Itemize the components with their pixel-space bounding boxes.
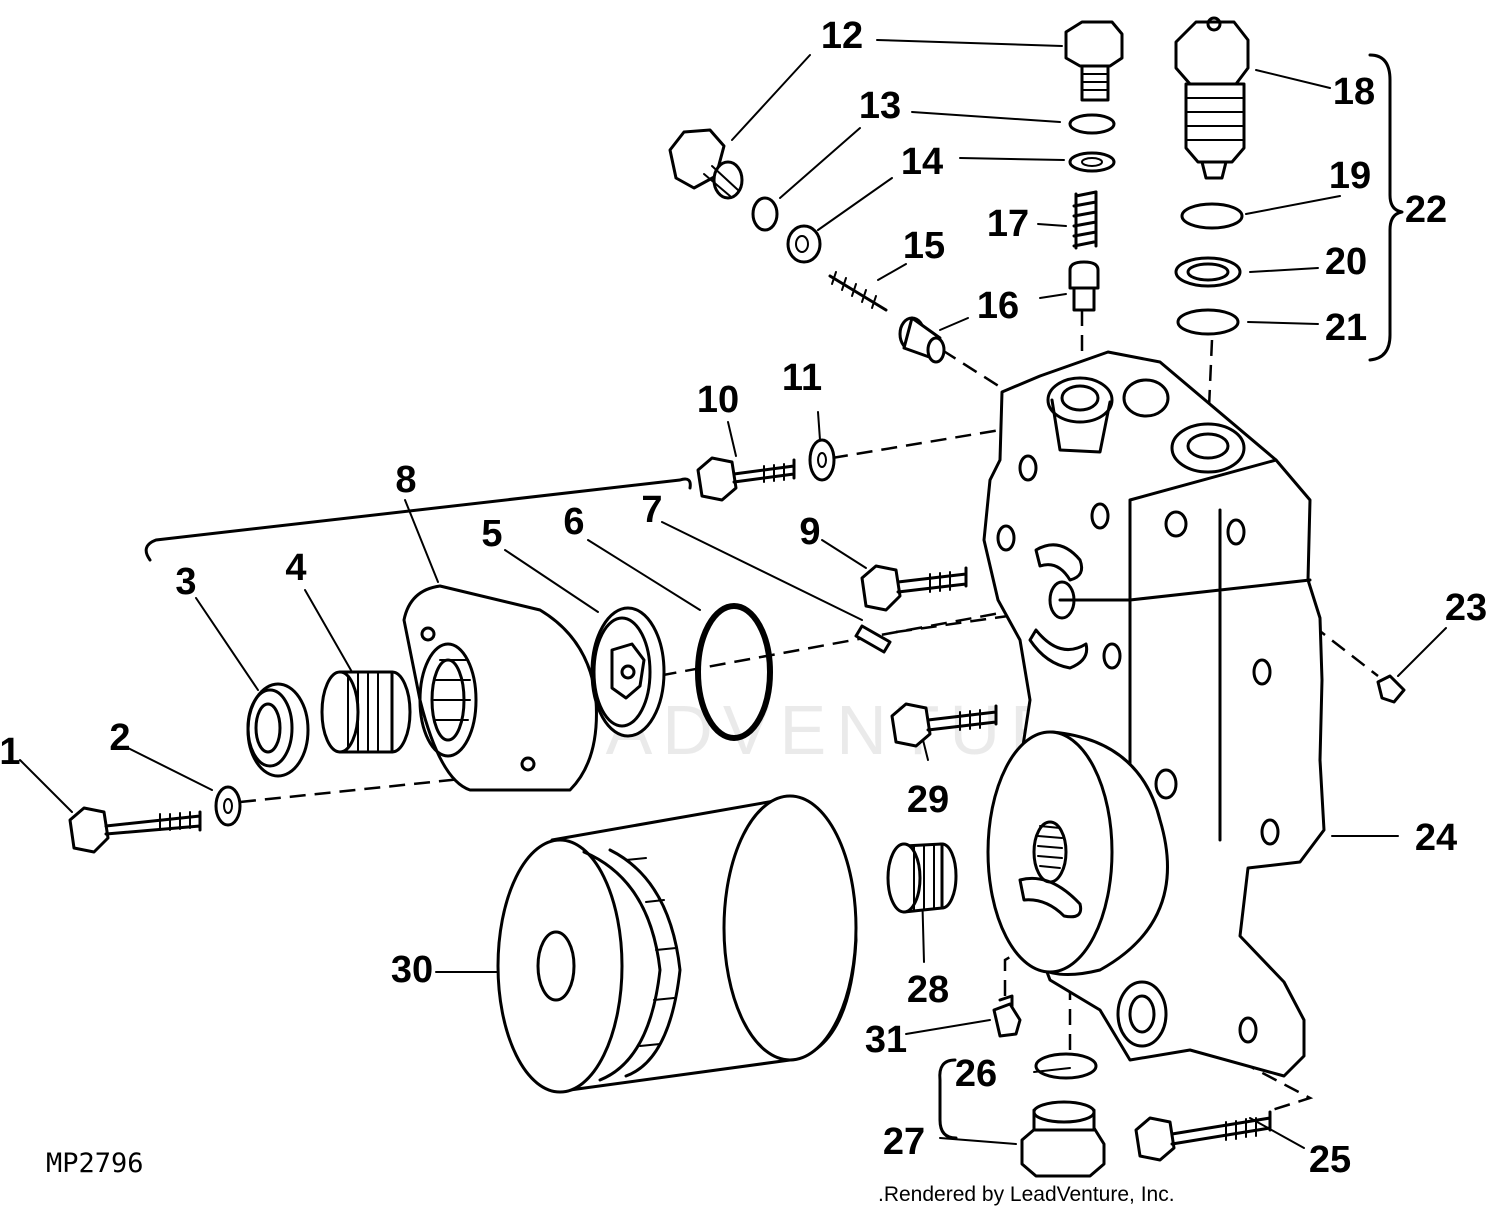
callout-20: 20 (1324, 241, 1368, 283)
part-13-o-ring-left (751, 196, 779, 232)
part-14-washer (1068, 151, 1116, 173)
callout-17: 17 (986, 203, 1030, 245)
part-5-plate (590, 606, 666, 738)
callout-28: 28 (906, 969, 950, 1011)
callout-25: 25 (1308, 1139, 1352, 1181)
part-filter-adapter (986, 730, 1169, 976)
part-2-washer (214, 785, 242, 827)
callout-21: 21 (1324, 307, 1368, 349)
callout-24: 24 (1414, 817, 1458, 859)
part-13-o-ring (1068, 113, 1116, 135)
part-3-seal (246, 682, 310, 778)
render-credit: .Rendered by LeadVenture, Inc. (878, 1183, 1175, 1206)
callout-13: 13 (858, 85, 902, 127)
part-10-cap-screw (696, 456, 796, 502)
part-16-valve (1068, 260, 1100, 312)
part-9-cap-screw (860, 564, 968, 612)
part-6-o-ring (695, 603, 773, 741)
callout-16: 16 (976, 285, 1020, 327)
part-25-cap-screw (1134, 1110, 1272, 1162)
part-12-plug (1064, 20, 1124, 102)
leader-lines (19, 39, 1447, 1149)
callout-6: 6 (563, 501, 585, 543)
callout-10: 10 (696, 379, 740, 421)
part-15-spring (828, 271, 888, 312)
part-11-washer (808, 438, 836, 482)
callout-27: 27 (882, 1121, 926, 1163)
figure-id: MP2796 (46, 1148, 144, 1179)
part-1-cap-screw (68, 806, 202, 854)
callout-29: 29 (906, 779, 950, 821)
callout-8: 8 (395, 459, 417, 501)
part-21-o-ring (1176, 308, 1240, 336)
part-17-spring (1072, 190, 1098, 250)
part-28-nipple (886, 842, 958, 914)
part-7-pin (854, 624, 892, 654)
callout-15: 15 (902, 225, 946, 267)
callout-30: 30 (390, 949, 434, 991)
callout-1: 1 (0, 731, 21, 773)
part-19-o-ring (1180, 202, 1244, 230)
part-26-o-ring (1034, 1052, 1098, 1080)
callout-9: 9 (799, 511, 821, 553)
callout-4: 4 (285, 547, 307, 589)
callout-5: 5 (481, 513, 503, 555)
part-14-washer-left (786, 224, 822, 264)
callout-14: 14 (900, 141, 944, 183)
callout-11: 11 (781, 357, 823, 399)
callout-23: 23 (1444, 587, 1488, 629)
callout-2: 2 (109, 717, 131, 759)
callout-12: 12 (820, 15, 864, 57)
part-31-fitting (992, 994, 1022, 1038)
part-4-needle-bearing (320, 670, 412, 754)
part-29-cap-screw (890, 702, 998, 748)
part-30-oil-filter (496, 794, 858, 1094)
callout-3: 3 (175, 561, 197, 603)
part-16-plug (898, 316, 946, 364)
callout-26: 26 (954, 1053, 998, 1095)
callout-31: 31 (864, 1019, 908, 1061)
callout-18: 18 (1332, 71, 1376, 113)
part-12-fitting (668, 128, 744, 200)
part-23-plug (1376, 674, 1406, 704)
callout-7: 7 (641, 489, 663, 531)
callout-22: 22 (1404, 189, 1448, 231)
part-18-relief-valve (1174, 16, 1250, 180)
callout-19: 19 (1328, 155, 1372, 197)
part-27-drain-plug (1020, 1100, 1106, 1178)
part-8-cover (402, 584, 598, 792)
part-20-washer (1174, 256, 1242, 288)
